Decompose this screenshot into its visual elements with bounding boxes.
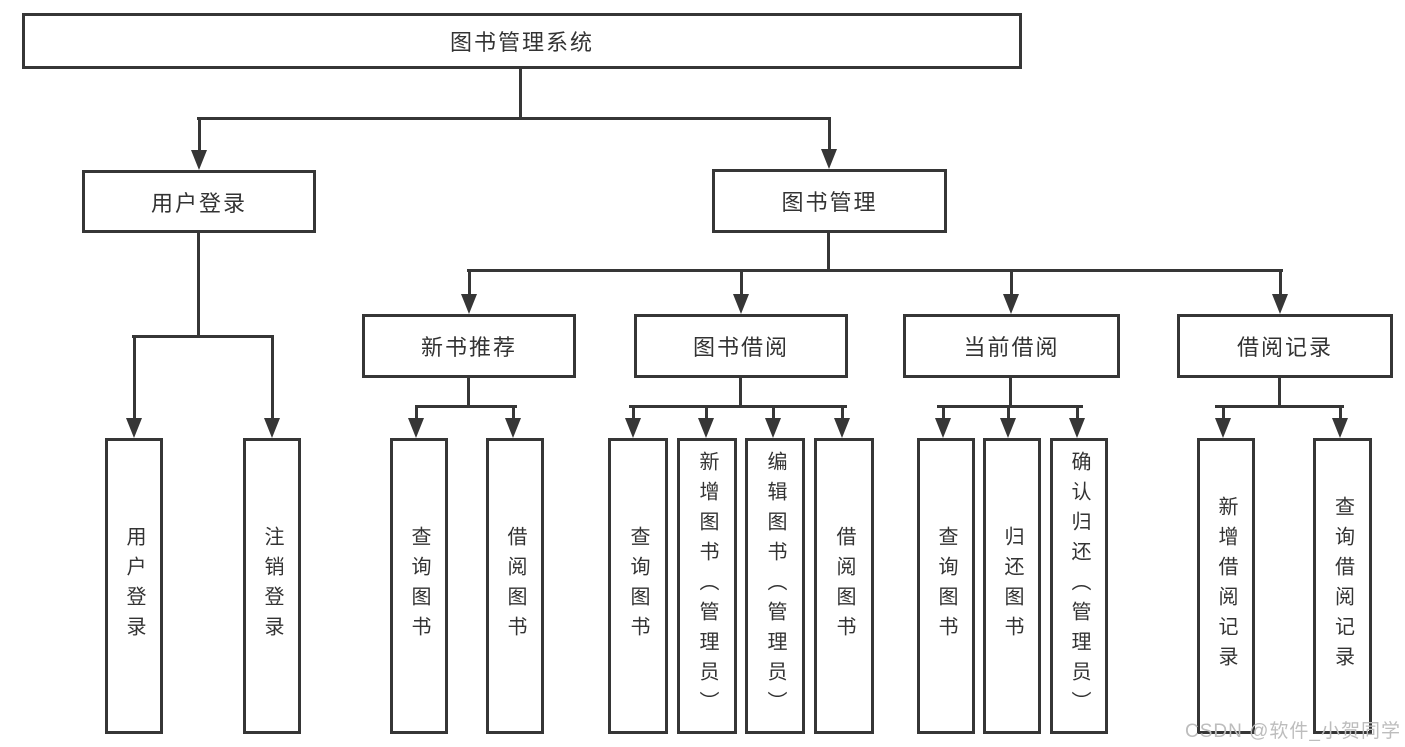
node-library-system: 图书管理系统 <box>22 13 1022 69</box>
leaf-query-borrow-record: 查询借阅记录 <box>1313 438 1372 734</box>
node-new-book-recommend: 新书推荐 <box>362 314 576 378</box>
node-book-management: 图书管理 <box>712 169 947 233</box>
connector-user-login-trunk <box>197 233 200 337</box>
connector-arrow-book-borrow <box>733 272 749 314</box>
leaf-query-books-borrow-label: 查询图书 <box>627 526 649 646</box>
connector-book-borrow-trunk <box>739 378 742 408</box>
leaf-add-book-admin-label: 新增图书（管理员） <box>696 451 718 721</box>
connector-borrow-records-branch <box>1215 405 1344 408</box>
connector-arrow-leaf <box>126 338 142 438</box>
connector-arrow-leaf <box>505 408 521 438</box>
leaf-edit-book-admin-label: 编辑图书（管理员） <box>764 451 786 721</box>
connector-new-book-trunk <box>467 378 470 408</box>
connector-arrow-leaf <box>765 408 781 438</box>
leaf-query-books-borrow: 查询图书 <box>608 438 668 734</box>
leaf-logout: 注销登录 <box>243 438 301 734</box>
node-borrow-records: 借阅记录 <box>1177 314 1393 378</box>
connector-arrow-leaf <box>1069 408 1085 438</box>
node-user-login-label: 用户登录 <box>150 190 247 216</box>
node-current-borrow: 当前借阅 <box>903 314 1120 378</box>
leaf-user-login: 用户登录 <box>105 438 163 734</box>
connector-book-management-branch <box>467 269 1283 272</box>
connector-arrow-book-management <box>821 120 837 169</box>
leaf-confirm-return-admin: 确认归还（管理员） <box>1050 438 1108 734</box>
connector-arrow-user-login <box>191 120 207 170</box>
connector-current-borrow-trunk <box>1009 378 1012 408</box>
leaf-edit-book-admin: 编辑图书（管理员） <box>745 438 805 734</box>
leaf-query-borrow-record-label: 查询借阅记录 <box>1331 496 1354 676</box>
connector-arrow-leaf <box>1000 408 1016 438</box>
connector-book-management-trunk <box>827 233 830 271</box>
connector-borrow-records-trunk <box>1278 378 1281 408</box>
leaf-logout-label: 注销登录 <box>261 526 283 646</box>
leaf-add-book-admin: 新增图书（管理员） <box>677 438 737 734</box>
connector-root-branch <box>197 117 831 120</box>
leaf-query-books-recommend-label: 查询图书 <box>408 526 430 646</box>
watermark: CSDN @软件_小贺同学 <box>1185 721 1401 742</box>
connector-current-borrow-branch <box>937 405 1083 408</box>
node-user-login: 用户登录 <box>82 170 316 233</box>
leaf-add-borrow-record: 新增借阅记录 <box>1197 438 1255 734</box>
leaf-return-book: 归还图书 <box>983 438 1041 734</box>
leaf-borrow-books-recommend-label: 借阅图书 <box>504 526 526 646</box>
node-current-borrow-label: 当前借阅 <box>963 335 1060 360</box>
node-borrow-records-label: 借阅记录 <box>1236 335 1333 360</box>
leaf-borrow-books-label: 借阅图书 <box>833 526 855 646</box>
leaf-borrow-books-recommend: 借阅图书 <box>486 438 544 734</box>
node-book-management-label: 图书管理 <box>781 190 878 215</box>
leaf-add-borrow-record-label: 新增借阅记录 <box>1215 496 1237 676</box>
node-book-borrow-label: 图书借阅 <box>692 335 789 360</box>
connector-arrow-leaf <box>698 408 714 438</box>
leaf-query-books-recommend: 查询图书 <box>390 438 448 734</box>
connector-new-book-branch <box>415 405 517 408</box>
connector-arrow-leaf <box>935 408 951 438</box>
leaf-confirm-return-admin-label: 确认归还（管理员） <box>1068 451 1090 721</box>
leaf-user-login-label: 用户登录 <box>123 526 145 646</box>
connector-arrow-leaf <box>1215 408 1231 438</box>
leaf-return-book-label: 归还图书 <box>1001 526 1023 646</box>
leaf-query-books-current: 查询图书 <box>917 438 975 734</box>
node-book-borrow: 图书借阅 <box>634 314 848 378</box>
connector-arrow-leaf <box>264 338 280 438</box>
connector-arrow-borrow-records <box>1272 272 1288 314</box>
connector-user-login-branch <box>132 335 274 338</box>
node-new-book-recommend-label: 新书推荐 <box>420 335 517 360</box>
leaf-borrow-books: 借阅图书 <box>814 438 874 734</box>
connector-arrow-new-book <box>461 272 477 314</box>
node-library-system-label: 图书管理系统 <box>449 30 594 55</box>
connector-arrow-leaf <box>834 408 850 438</box>
connector-arrow-leaf <box>1332 408 1348 438</box>
connector-arrow-leaf <box>625 408 641 438</box>
connector-book-borrow-branch <box>629 405 847 408</box>
connector-arrow-leaf <box>408 408 424 438</box>
connector-arrow-current-borrow <box>1003 272 1019 314</box>
connector-root-trunk <box>519 69 522 119</box>
leaf-query-books-current-label: 查询图书 <box>935 526 957 646</box>
